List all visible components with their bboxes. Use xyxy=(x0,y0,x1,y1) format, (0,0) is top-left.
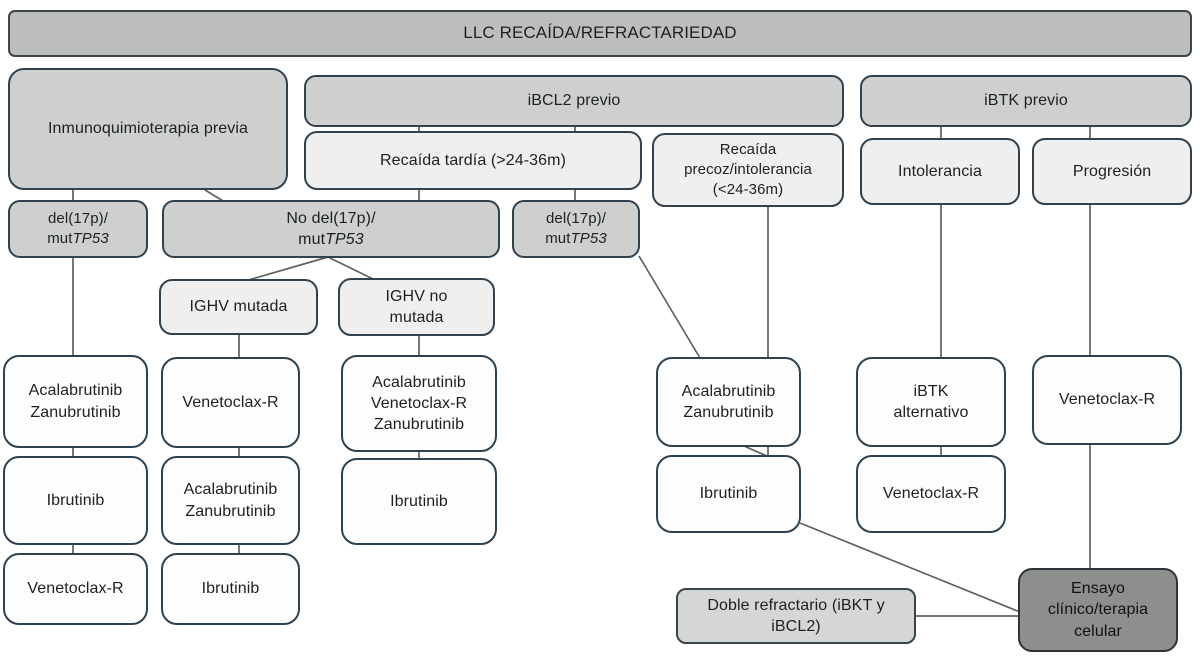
node-label-line: Recaída xyxy=(719,141,777,159)
node-label-line: precoz/intolerancia xyxy=(684,161,812,179)
node-label-line: IGHV no xyxy=(385,287,448,305)
node-label-line: Doble refractario (iBKT y xyxy=(707,596,885,614)
node-label-line: iBCL2) xyxy=(771,618,821,635)
node-label: Intolerancia xyxy=(898,162,982,180)
drug-name: Venetoclax-R xyxy=(27,580,124,598)
drug-name: Venetoclax-R xyxy=(882,485,980,503)
node-ibtk-alternativo: iBTK alternativo xyxy=(856,357,1006,447)
node-ighv-no-mutada: IGHV no mutada xyxy=(338,278,495,336)
node-venetoclax-col5: Venetoclax-R xyxy=(856,455,1006,533)
header-label: LLC RECAÍDA/REFRACTARIEDAD xyxy=(463,23,737,43)
drug-name: Zanubrutinib xyxy=(185,502,276,520)
drug-name: Zanubrutinib xyxy=(30,403,121,421)
mut-prefix: mut xyxy=(47,230,73,247)
gene-name: TP53 xyxy=(72,230,109,247)
node-progresion: Progresión xyxy=(1032,138,1192,205)
drug-name: Ibrutinib xyxy=(390,492,448,510)
node-no-del17p-muttp53: No del(17p)/ mutTP53 xyxy=(162,200,500,258)
node-ighv-mutada: IGHV mutada xyxy=(159,279,318,335)
node-label-line: del(17p)/ xyxy=(47,210,109,228)
drug-name: Venetoclax-R xyxy=(182,393,279,411)
drug-name: Venetoclax-R xyxy=(1058,391,1156,409)
node-ibcl2-previo: iBCL2 previo xyxy=(304,75,844,127)
drug-name: Acalabrutinib xyxy=(372,373,466,391)
node-venetoclax-col2: Venetoclax-R xyxy=(161,357,300,448)
node-label: Inmunoquimioterapia previa xyxy=(47,120,249,138)
node-intolerancia: Intolerancia xyxy=(860,138,1020,205)
node-label-line: clínico/terapia xyxy=(1047,601,1149,619)
node-label-line: Ensayo xyxy=(1071,580,1125,598)
node-acalabrutinib-venetoclax-zanubrutinib-col3: Acalabrutinib Venetoclax-R Zanubrutinib xyxy=(341,355,497,452)
node-ibrutinib-col4: Ibrutinib xyxy=(656,455,801,533)
node-label: IGHV mutada xyxy=(189,298,288,316)
node-doble-refractario: Doble refractario (iBKT y iBCL2) xyxy=(676,588,916,644)
drug-name: Acalabrutinib xyxy=(681,382,776,400)
drug-name: alternativo xyxy=(893,404,969,421)
gene-name: TP53 xyxy=(325,231,364,248)
node-venetoclax-col6: Venetoclax-R xyxy=(1032,355,1182,445)
node-recaida-tardia: Recaída tardía (>24-36m) xyxy=(304,131,642,190)
drug-name: Ibrutinib xyxy=(699,485,758,503)
node-del17p-muttp53-middle: del(17p)/ mutTP53 xyxy=(512,200,640,258)
drug-name: iBTK xyxy=(913,382,949,400)
node-ibrutinib-col1: Ibrutinib xyxy=(3,456,148,545)
header-llc-recaida-refractariedad: LLC RECAÍDA/REFRACTARIEDAD xyxy=(8,10,1192,57)
node-ibrutinib-col3: Ibrutinib xyxy=(341,458,497,545)
node-acalabrutinib-zanubrutinib-col1: Acalabrutinib Zanubrutinib xyxy=(3,355,148,448)
drug-name: Zanubrutinib xyxy=(683,404,774,421)
node-label: iBTK previo xyxy=(984,92,1068,110)
node-label: iBCL2 previo xyxy=(527,92,621,110)
drug-name: Acalabrutinib xyxy=(28,382,123,400)
node-label-line: mutTP53 xyxy=(47,229,109,249)
node-ibtk-previo: iBTK previo xyxy=(860,75,1192,127)
node-label: Recaída tardía (>24-36m) xyxy=(379,151,567,169)
node-label-line: del(17p)/ xyxy=(545,210,607,228)
node-recaida-precoz-intolerancia: Recaída precoz/intolerancia (<24-36m) xyxy=(652,133,844,207)
drug-name: Ibrutinib xyxy=(46,491,105,509)
node-label-line: celular xyxy=(1074,622,1122,640)
gene-name: TP53 xyxy=(570,230,607,247)
node-inmunoquimioterapia-previa: Inmunoquimioterapia previa xyxy=(8,68,288,190)
node-ibrutinib-col2: Ibrutinib xyxy=(161,553,300,625)
node-label-line: No del(17p)/ xyxy=(286,209,376,227)
node-label: Progresión xyxy=(1072,162,1152,180)
node-label-line: (<24-36m) xyxy=(712,180,784,198)
drug-name: Ibrutinib xyxy=(201,580,260,598)
drug-name: Zanubrutinib xyxy=(373,416,465,434)
mut-prefix: mut xyxy=(298,231,326,248)
node-venetoclax-col1: Venetoclax-R xyxy=(3,553,148,625)
drug-name: Acalabrutinib xyxy=(183,481,278,499)
drug-name: Venetoclax-R xyxy=(370,394,468,412)
mut-prefix: mut xyxy=(545,230,571,247)
node-acalabrutinib-zanubrutinib-col4: Acalabrutinib Zanubrutinib xyxy=(656,357,801,447)
node-ensayo-clinico-terapia-celular: Ensayo clínico/terapia celular xyxy=(1018,568,1178,652)
node-label-line: mutTP53 xyxy=(545,229,607,249)
node-del17p-muttp53-left: del(17p)/ mutTP53 xyxy=(8,200,148,258)
node-label-line: mutada xyxy=(389,309,444,326)
node-acalabrutinib-zanubrutinib-col2: Acalabrutinib Zanubrutinib xyxy=(161,456,300,545)
node-label-line: mutTP53 xyxy=(298,229,364,250)
